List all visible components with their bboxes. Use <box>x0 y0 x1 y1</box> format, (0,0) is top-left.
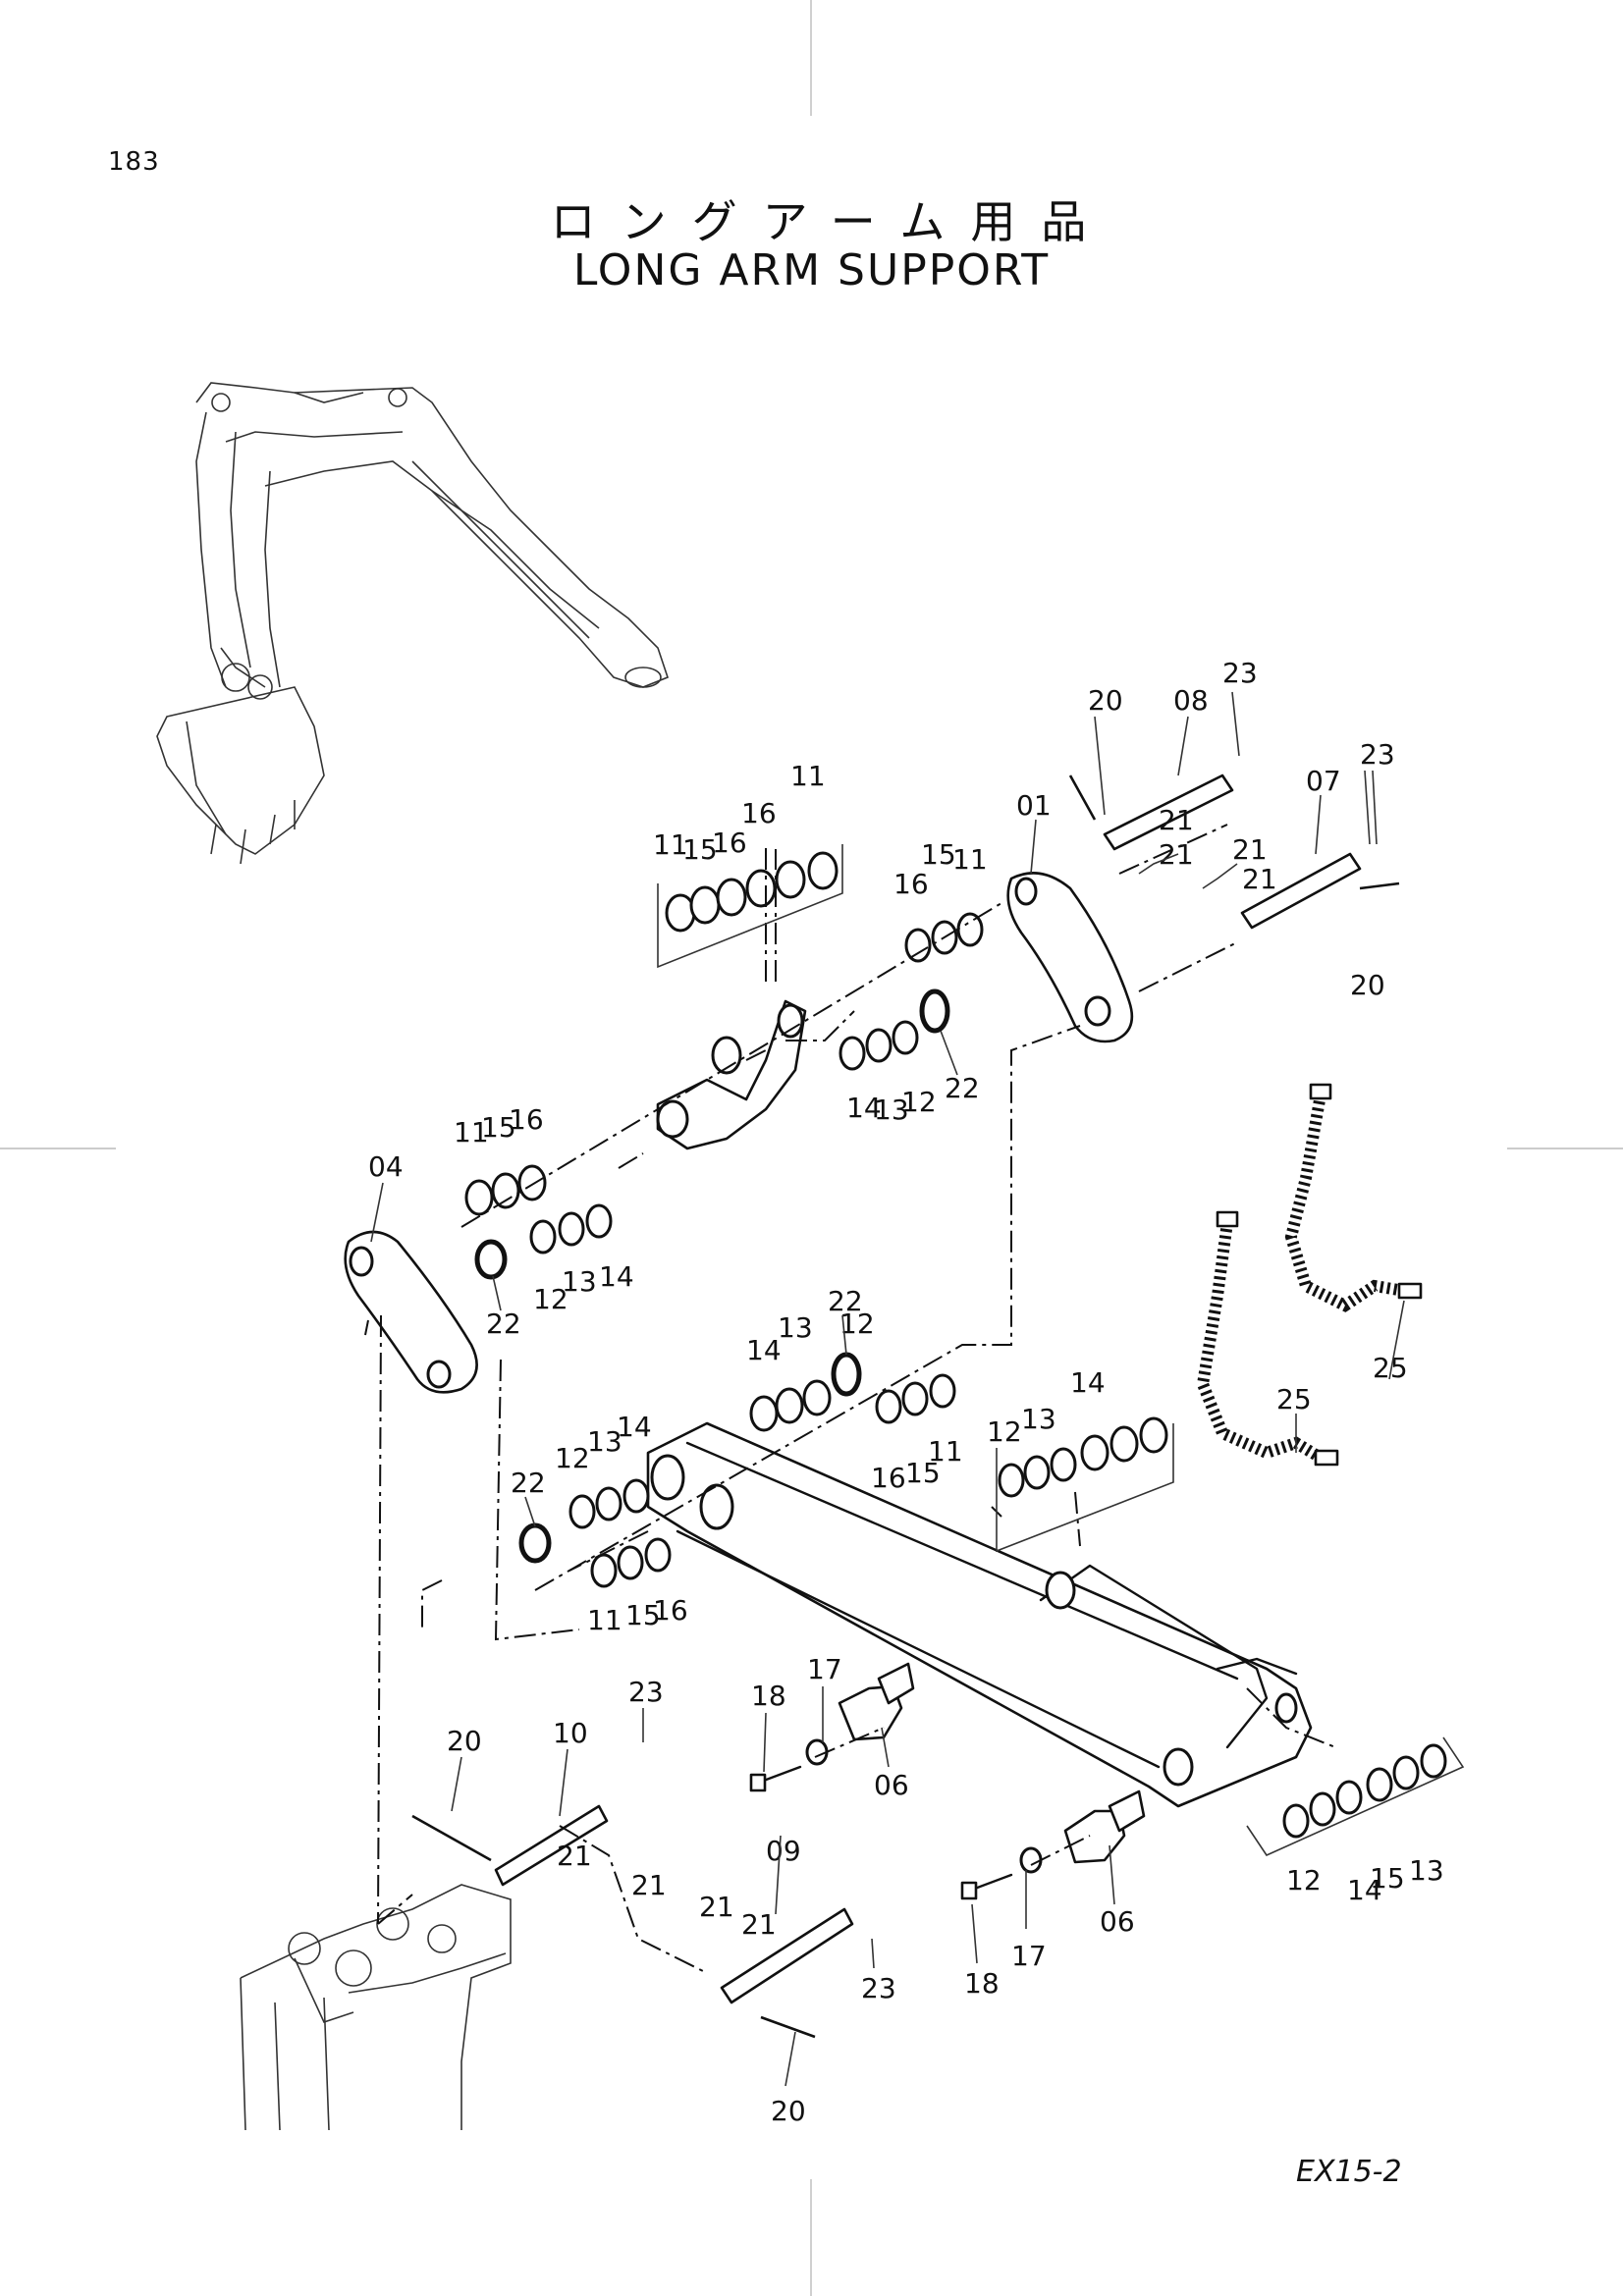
callout-label: 14 <box>599 1260 634 1293</box>
bracket-04 <box>344 1230 478 1394</box>
callout-label: 11 <box>952 843 988 876</box>
leader-lines <box>370 691 1405 2087</box>
excavator-inset-illustration <box>156 382 669 865</box>
callout-label: 16 <box>741 797 777 829</box>
callout-label: 21 <box>557 1840 592 1872</box>
callout-label: 14 <box>1347 1874 1382 1906</box>
callout-label: 15 <box>905 1457 941 1489</box>
callout-label: 12 <box>533 1283 568 1315</box>
callout-label: 11 <box>790 760 826 792</box>
callout-label: 01 <box>1016 789 1052 822</box>
callout-label: 13 <box>562 1265 597 1298</box>
callout-label: 11 <box>928 1435 963 1468</box>
washers-and-orings <box>464 851 1447 1839</box>
callout-label: 23 <box>1360 738 1395 771</box>
callout-label: 21 <box>699 1891 734 1923</box>
callout-label: 14 <box>846 1092 882 1124</box>
page-title-english: LONG ARM SUPPORT <box>572 245 1051 295</box>
callout-label: 16 <box>653 1594 688 1627</box>
bracket-01 <box>1006 872 1134 1043</box>
boom-bracket-illustration <box>240 1884 512 2131</box>
page-title-japanese: ロングアーム用品 <box>550 195 1112 248</box>
callout-label: 15 <box>625 1599 661 1631</box>
callout-label: 17 <box>807 1653 842 1685</box>
callout-label: 25 <box>1276 1383 1312 1415</box>
callout-label: 14 <box>1070 1366 1106 1399</box>
callout-label: 23 <box>628 1676 664 1708</box>
callout-label: 23 <box>1222 657 1258 689</box>
callout-label: 15 <box>682 833 718 866</box>
callout-label: 23 <box>861 1972 896 2004</box>
callout-label: 14 <box>617 1411 652 1443</box>
callout-label: 13 <box>587 1425 622 1458</box>
page-number: 183 <box>108 147 160 177</box>
callout-label: 11 <box>587 1604 622 1636</box>
callout-label: 09 <box>766 1835 801 1867</box>
connection-lines <box>364 824 1336 1974</box>
callout-label: 15 <box>481 1111 516 1144</box>
callout-label: 21 <box>1159 804 1194 836</box>
callout-label: 12 <box>901 1086 937 1118</box>
callout-label: 12 <box>555 1442 590 1474</box>
callout-label: 21 <box>631 1869 667 1901</box>
pins <box>411 774 1400 2039</box>
callout-label: 22 <box>486 1308 521 1340</box>
callout-label: 06 <box>1100 1905 1135 1938</box>
callout-label: 17 <box>1011 1940 1047 1972</box>
callout-label: 12 <box>839 1308 875 1340</box>
group-brackets <box>657 844 1465 1857</box>
hydraulic-hoses-25 <box>1196 1083 1423 1467</box>
callout-label: 16 <box>871 1462 906 1494</box>
callout-label: 15 <box>921 838 956 871</box>
callout-label: 08 <box>1173 684 1209 717</box>
callout-label: 12 <box>1286 1864 1322 1896</box>
callout-label: 16 <box>712 827 747 859</box>
callout-label: 20 <box>447 1725 482 1757</box>
callout-label: 14 <box>746 1334 782 1366</box>
callout-label: 13 <box>1409 1854 1444 1887</box>
callout-label: 20 <box>1350 969 1385 1001</box>
callout-label: 04 <box>368 1150 404 1183</box>
callout-labels: 01 04 06 06 07 08 09 10 11 11 11 11 11 1… <box>368 657 1444 2127</box>
callout-label: 11 <box>454 1116 489 1148</box>
model-code: EX15-2 <box>1296 2155 1402 2189</box>
callout-label: 20 <box>771 2095 806 2127</box>
callout-label: 13 <box>778 1311 813 1344</box>
callout-label: 21 <box>1242 863 1277 895</box>
callout-label: 16 <box>509 1103 544 1136</box>
callout-label: 22 <box>828 1285 863 1317</box>
callout-label: 11 <box>653 828 688 861</box>
central-swivel-yoke <box>656 999 807 1150</box>
callout-label: 07 <box>1306 765 1341 797</box>
callout-label: 18 <box>751 1680 786 1712</box>
callout-label: 21 <box>1232 833 1268 866</box>
callout-label: 13 <box>1021 1403 1056 1435</box>
callout-label: 06 <box>874 1769 909 1801</box>
callout-label: 21 <box>741 1908 777 1941</box>
long-arm-support-bar <box>646 1421 1313 1808</box>
callout-label: 22 <box>511 1467 546 1499</box>
callout-label: 25 <box>1373 1352 1408 1384</box>
callout-label: 22 <box>945 1072 980 1104</box>
callout-label: 13 <box>874 1094 909 1126</box>
callout-label: 20 <box>1088 684 1123 717</box>
callout-label: 18 <box>964 1967 1000 2000</box>
callout-label: 12 <box>987 1415 1022 1448</box>
callout-label: 15 <box>1370 1862 1405 1895</box>
callout-label: 16 <box>893 868 929 900</box>
callout-label: 10 <box>553 1717 588 1749</box>
